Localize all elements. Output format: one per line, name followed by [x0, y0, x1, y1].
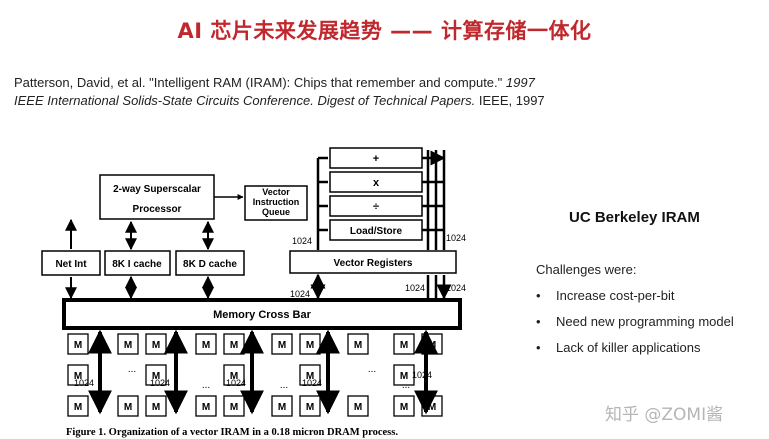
memory-module-label: M [152, 371, 160, 382]
alu-div: ÷ [373, 201, 379, 213]
memory-module [347, 333, 369, 355]
memory-module-label: M [152, 340, 160, 351]
dcache-box [175, 250, 245, 276]
ellipsis-mark: ... [402, 380, 410, 391]
bullet-symbol: • [536, 314, 541, 329]
vector-queue-label-2: Instruction [253, 197, 300, 207]
bus-width-label-3: 1024 [290, 289, 310, 299]
memory-module-label: M [230, 402, 238, 413]
memory-module [195, 333, 217, 355]
memory-module-label: M [152, 402, 160, 413]
net-int-box [41, 250, 101, 276]
figure-caption: Figure 1. Organization of a vector IRAM … [66, 427, 398, 438]
citation-publisher: IEEE, 1997 [478, 92, 545, 108]
memory-module-label: M [124, 402, 132, 413]
bus-width-label-4: 1024 [405, 283, 425, 293]
vector-registers-box [289, 250, 457, 274]
memory-module-label: M [124, 340, 132, 351]
memory-module-label: M [230, 371, 238, 382]
memory-module [347, 395, 369, 417]
ellipsis-mark: ... [202, 380, 210, 391]
memory-module-label: M [230, 340, 238, 351]
bullet-symbol: • [536, 340, 541, 355]
bus-width-label: 1024 [302, 378, 322, 388]
bus-width-label: 1024 [412, 370, 432, 380]
memory-module-label: M [74, 371, 82, 382]
memory-module [117, 395, 139, 417]
memory-module-label: M [354, 402, 362, 413]
vector-queue-label-3: Queue [262, 207, 290, 217]
list-item: •Increase cost-per-bit [536, 288, 675, 303]
alu-mul: x [373, 177, 380, 189]
memory-module-label: M [400, 340, 408, 351]
bus-width-label-1: 1024 [292, 236, 312, 246]
memory-module-label: M [202, 402, 210, 413]
list-item: •Lack of killer applications [536, 340, 701, 355]
vector-queue-label-1: Vector [262, 187, 290, 197]
memory-module-label: M [278, 340, 286, 351]
challenges-label: Challenges were: [536, 262, 637, 277]
icache-label: 8K I cache [112, 259, 162, 270]
memory-module-label: M [74, 340, 82, 351]
citation-venue: 1997 IEEE International Solids-State Cir… [14, 75, 535, 108]
bullet-symbol: • [536, 288, 541, 303]
processor-label-line2: Processor [133, 204, 182, 215]
vector-bus-lines [316, 150, 446, 250]
bus-width-label: 1024 [74, 378, 94, 388]
citation-authors: Patterson, David, et al. "Intelligent RA… [14, 75, 503, 90]
memory-module [117, 333, 139, 355]
alu-stack [329, 147, 423, 241]
memory-module-label: M [400, 402, 408, 413]
memory-module-label: M [202, 340, 210, 351]
crossbar-label: Memory Cross Bar [213, 309, 312, 321]
memory-module-label: M [306, 402, 314, 413]
list-item: •Need new programming model [536, 314, 734, 329]
challenges-list: •Increase cost-per-bit •Need new program… [536, 287, 734, 365]
bus-width-label-5: 1024 [446, 283, 466, 293]
side-title: UC Berkeley IRAM [569, 209, 700, 226]
alu-loadstore: Load/Store [350, 226, 403, 237]
memory-module-label: M [428, 402, 436, 413]
memory-module-label: M [74, 402, 82, 413]
ellipsis-mark: ... [368, 364, 376, 375]
memory-module-label: M [278, 402, 286, 413]
memory-module-label: M [306, 340, 314, 351]
icache-box [104, 250, 171, 276]
memory-module [195, 395, 217, 417]
crossbar-box [62, 298, 462, 330]
dcache-label: 8K D cache [183, 259, 237, 270]
vector-queue-box [244, 185, 308, 221]
bus-width-label-2: 1024 [446, 233, 466, 243]
ellipsis-mark: ... [280, 380, 288, 391]
memory-module [271, 333, 293, 355]
memory-module-label: M [306, 371, 314, 382]
memory-module-label: M [428, 340, 436, 351]
processor-label-line1: 2-way Superscalar [113, 184, 201, 195]
citation: Patterson, David, et al. "Intelligent RA… [14, 74, 554, 109]
vector-registers-label: Vector Registers [334, 258, 413, 269]
memory-grid: M M M M M M M M M M M M M M M M M M M M M M M M M...............… [67, 329, 443, 417]
page-title: AI 芯片未来发展趋势 —— 计算存储一体化 [177, 19, 592, 43]
memory-module-label: M [354, 340, 362, 351]
alu-add: + [373, 153, 379, 165]
watermark: 知乎 @ZOMI酱 [605, 405, 724, 425]
processor-box [99, 174, 215, 220]
net-int-label: Net Int [55, 259, 87, 270]
bus-width-label: 1024 [150, 378, 170, 388]
ellipsis-mark: ... [128, 364, 136, 375]
bus-width-label: 1024 [226, 378, 246, 388]
memory-module [271, 395, 293, 417]
memory-module-label: M [400, 371, 408, 382]
